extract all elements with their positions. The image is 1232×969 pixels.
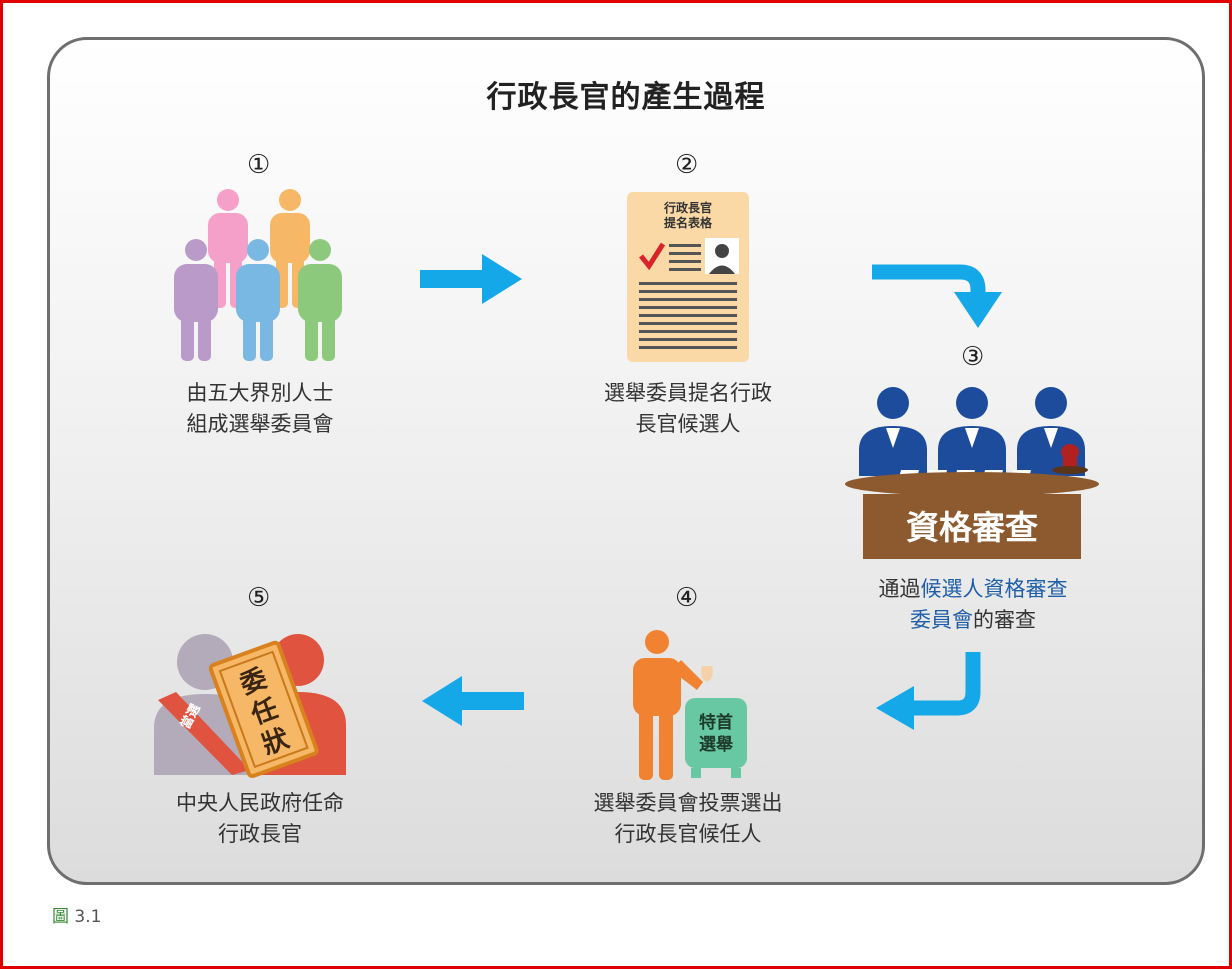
figure-label: 圖 3.1: [52, 902, 101, 927]
arrow-curve-down-icon: [872, 264, 1002, 328]
step2-caption-line1: 選舉委員提名行政: [604, 381, 772, 405]
step3-caption-line2: 委員會的審查: [843, 605, 1103, 636]
form-title-line2: 提名表格: [664, 215, 713, 230]
diagram-panel: 行政長官的產生過程 ① 由五大界別人士 組成選舉委員會 ② 行政長官 提名表格 …: [47, 37, 1205, 885]
diagram-title: 行政長官的產生過程: [486, 80, 766, 115]
appointment-icon: 當選 委 任 狀: [154, 634, 346, 779]
step2-caption: 選舉委員提名行政 長官候選人: [568, 378, 808, 440]
step1-number: ①: [247, 150, 271, 180]
step3-caption-text2: 的審查: [973, 608, 1036, 632]
voter-ballot-box-icon: 特首 選舉: [633, 630, 747, 780]
desk-label: 資格審查: [906, 508, 1038, 547]
committee-people-icon: [174, 189, 342, 361]
step3-caption-highlight: 候選人資格審查: [920, 577, 1068, 601]
step4-caption-line2: 行政長官候任人: [614, 822, 762, 846]
step5-caption-line2: 行政長官: [218, 822, 302, 846]
step3-caption-text: 通過: [878, 577, 921, 601]
arrow-right-icon: [420, 254, 522, 304]
step1-caption-line1: 由五大界別人士: [186, 381, 334, 405]
figure-label-mark: 圖: [52, 907, 69, 927]
step4-number: ④: [675, 583, 699, 613]
form-title-line1: 行政長官: [663, 200, 712, 215]
arrow-left-icon: [422, 676, 524, 726]
step3-number: ③: [961, 342, 985, 372]
step3-caption-line1: 通過候選人資格審查: [843, 574, 1103, 605]
nomination-form-icon: 行政長官 提名表格: [627, 192, 749, 362]
figure-label-number: 3.1: [74, 907, 102, 927]
arrow-curve-left-icon: [876, 652, 981, 730]
review-committee-icon: 資格審查: [845, 387, 1099, 559]
step1-caption-line2: 組成選舉委員會: [186, 412, 334, 436]
step4-caption: 選舉委員會投票選出 行政長官候任人: [558, 788, 818, 850]
ballot-box-label2: 選舉: [699, 734, 734, 755]
step5-caption: 中央人民政府任命 行政長官: [140, 788, 380, 850]
step2-number: ②: [675, 150, 699, 180]
step2-caption-line2: 長官候選人: [635, 412, 741, 436]
step5-caption-line1: 中央人民政府任命: [176, 791, 344, 815]
step3-caption-highlight2: 委員會: [910, 608, 973, 632]
ballot-box-label1: 特首: [699, 712, 733, 733]
step5-number: ⑤: [247, 583, 271, 613]
step1-caption: 由五大界別人士 組成選舉委員會: [140, 378, 380, 440]
step3-caption: 通過候選人資格審查 委員會的審查: [843, 574, 1103, 636]
step4-caption-line1: 選舉委員會投票選出: [593, 791, 783, 815]
